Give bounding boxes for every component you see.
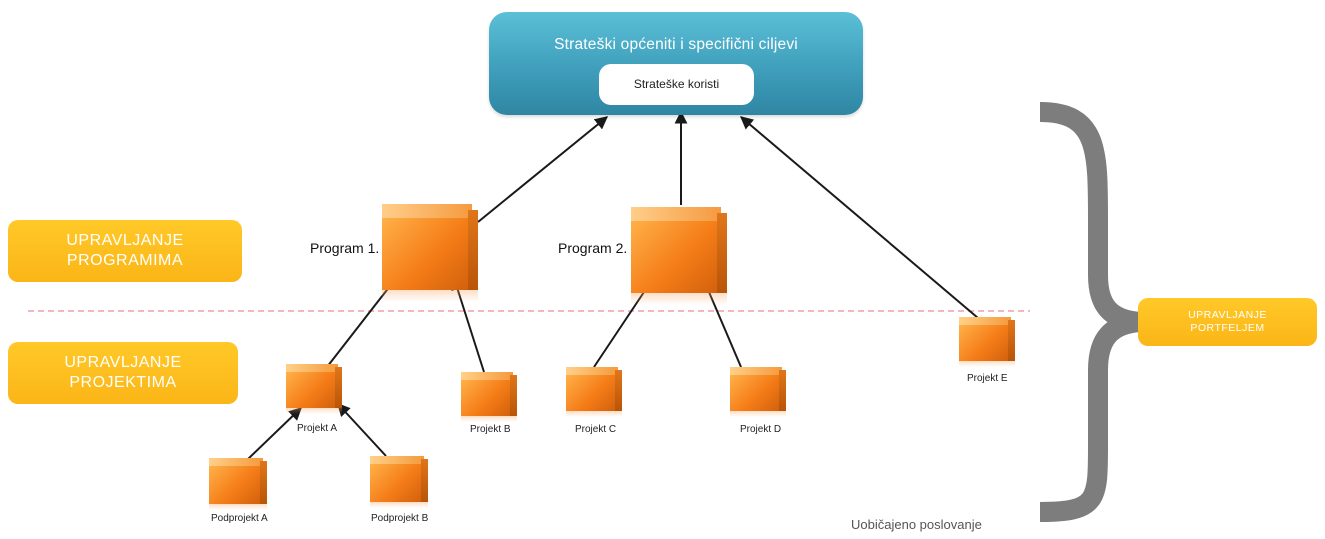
strategic-benefits-box: Strateške koristi <box>599 64 754 105</box>
portfolio-brace <box>1039 102 1142 522</box>
portfolio-management-label: UPRAVLJANJE PORTFELJEM <box>1138 298 1317 346</box>
projectC-cube <box>566 367 622 417</box>
program-management-text: UPRAVLJANJE PROGRAMIMA <box>66 232 184 269</box>
projectA-cube <box>286 364 342 414</box>
program-management-label: UPRAVLJANJE PROGRAMIMA <box>8 220 242 282</box>
projectE-cube <box>959 317 1015 367</box>
projectA-label: Projekt A <box>297 423 338 434</box>
subprojectA-cube <box>209 458 267 510</box>
arrow-projectE-to-goal <box>740 116 979 319</box>
project-management-text: UPRAVLJANJE PROJEKTIMA <box>64 354 182 391</box>
subprojectA-label: Podprojekt A <box>211 513 268 524</box>
program1-label: Program 1. <box>310 240 380 256</box>
projectD-label: Projekt D <box>740 424 782 435</box>
projectB-cube <box>461 372 517 422</box>
arrow-subprojectB-to-projectA <box>337 403 387 457</box>
projectE-label: Projekt E <box>967 373 1008 384</box>
strategic-goals-title: Strateški općeniti i specifični ciljevi <box>554 36 798 53</box>
project-management-label: UPRAVLJANJE PROJEKTIMA <box>8 342 238 404</box>
projectB-label: Projekt B <box>470 424 511 435</box>
arrow-projectA-to-program1 <box>326 275 398 368</box>
program2-cube <box>631 207 727 305</box>
program1-cube <box>382 204 478 302</box>
arrow-subprojectA-to-projectA <box>246 407 302 461</box>
subprojectB-cube <box>370 456 428 508</box>
arrow-program1-to-goal <box>477 116 609 223</box>
projectD-cube <box>730 367 786 417</box>
subprojectB-label: Podprojekt B <box>371 513 429 524</box>
projectC-label: Projekt C <box>575 424 617 435</box>
portfolio-management-text: UPRAVLJANJE PORTFELJEM <box>1188 308 1267 334</box>
program2-label: Program 2. <box>558 240 628 256</box>
business-as-usual-note: Uobičajeno poslovanje <box>851 517 982 532</box>
strategic-benefits-label: Strateške koristi <box>633 77 720 91</box>
strategic-goals-box: Strateški općeniti i specifični ciljevi … <box>489 12 863 115</box>
arrow-projectB-to-program1 <box>451 276 485 373</box>
